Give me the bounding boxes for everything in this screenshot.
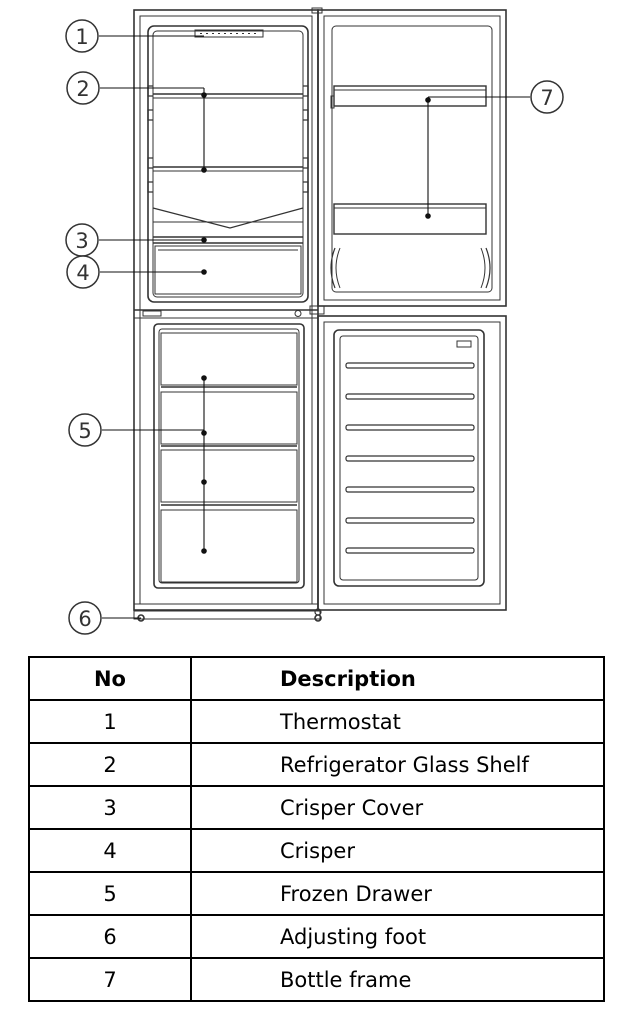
row-number: 1 <box>28 699 192 744</box>
freezer-drawer-2 <box>160 391 298 447</box>
pointer-dot <box>425 213 431 219</box>
table-row: 2 Refrigerator Glass Shelf <box>28 742 605 787</box>
pointer-dot <box>201 479 207 485</box>
crisper-cover-shape <box>152 207 304 244</box>
pointer-dot <box>201 167 207 173</box>
pointer-dot <box>201 375 207 381</box>
callout-number-4: 4 <box>76 261 89 285</box>
fridge-diagram: 1 2 3 4 5 6 7 <box>65 7 564 635</box>
parts-table: No Description 1 Thermostat 2 Refrigerat… <box>28 656 605 1002</box>
row-number: 7 <box>28 957 192 1002</box>
callout-circle-2 <box>66 71 100 105</box>
freezer-drawer-4 <box>160 509 298 583</box>
freezer-door <box>314 315 507 616</box>
row-description: Thermostat <box>190 699 605 744</box>
table-row: 1 Thermostat <box>28 699 605 744</box>
callout-circle-4 <box>66 255 100 289</box>
callout-number-1: 1 <box>75 25 88 49</box>
callout-number-5: 5 <box>78 419 91 443</box>
row-number: 5 <box>28 871 192 916</box>
row-description: Refrigerator Glass Shelf <box>190 742 605 787</box>
callout-number-6: 6 <box>78 607 91 631</box>
header-description: Description <box>190 656 605 701</box>
glass-shelf-upper <box>153 93 303 99</box>
bottle-frame-lower <box>333 203 487 235</box>
table-row: 3 Crisper Cover <box>28 785 605 830</box>
callout-number-3: 3 <box>75 229 88 253</box>
glass-shelf-lower <box>153 166 303 172</box>
pointer-dot <box>201 548 207 554</box>
freezer-drawer-1 <box>160 332 298 388</box>
row-description: Crisper <box>190 828 605 873</box>
table-row: 6 Adjusting foot <box>28 914 605 959</box>
freezer-compartment <box>153 323 305 589</box>
callout-circle-5 <box>68 413 102 447</box>
cabinet-body <box>133 9 319 611</box>
row-description: Adjusting foot <box>190 914 605 959</box>
callout-number-7: 7 <box>540 86 553 110</box>
callout-number-2: 2 <box>76 77 89 101</box>
row-description: Crisper Cover <box>190 785 605 830</box>
table-row: 4 Crisper <box>28 828 605 873</box>
door-ridges <box>345 362 475 554</box>
shelf-clips <box>147 85 309 193</box>
fridge-compartment <box>147 25 309 303</box>
table-header-row: No Description <box>28 656 605 701</box>
freezer-drawer-3 <box>160 449 298 506</box>
row-number: 2 <box>28 742 192 787</box>
pointer-dot <box>425 97 431 103</box>
row-description: Bottle frame <box>190 957 605 1002</box>
row-description: Frozen Drawer <box>190 871 605 916</box>
plinth <box>133 603 322 622</box>
row-number: 4 <box>28 828 192 873</box>
callout-circle-6 <box>68 601 102 635</box>
pointer-dot <box>201 269 207 275</box>
row-number: 6 <box>28 914 192 959</box>
pointer-dot <box>201 92 207 98</box>
callout-circle-7 <box>530 80 564 114</box>
callout-circle-1 <box>65 19 99 53</box>
bottle-frame-upper <box>333 85 487 107</box>
pointer-dot <box>201 237 207 243</box>
header-no: No <box>28 656 192 701</box>
row-number: 3 <box>28 785 192 830</box>
pointer-dot <box>201 430 207 436</box>
table-row: 5 Frozen Drawer <box>28 871 605 916</box>
thermostat-panel <box>194 29 264 38</box>
crisper-drawer-shape <box>154 245 302 295</box>
table-row: 7 Bottle frame <box>28 957 605 1002</box>
fridge-door <box>309 7 507 315</box>
